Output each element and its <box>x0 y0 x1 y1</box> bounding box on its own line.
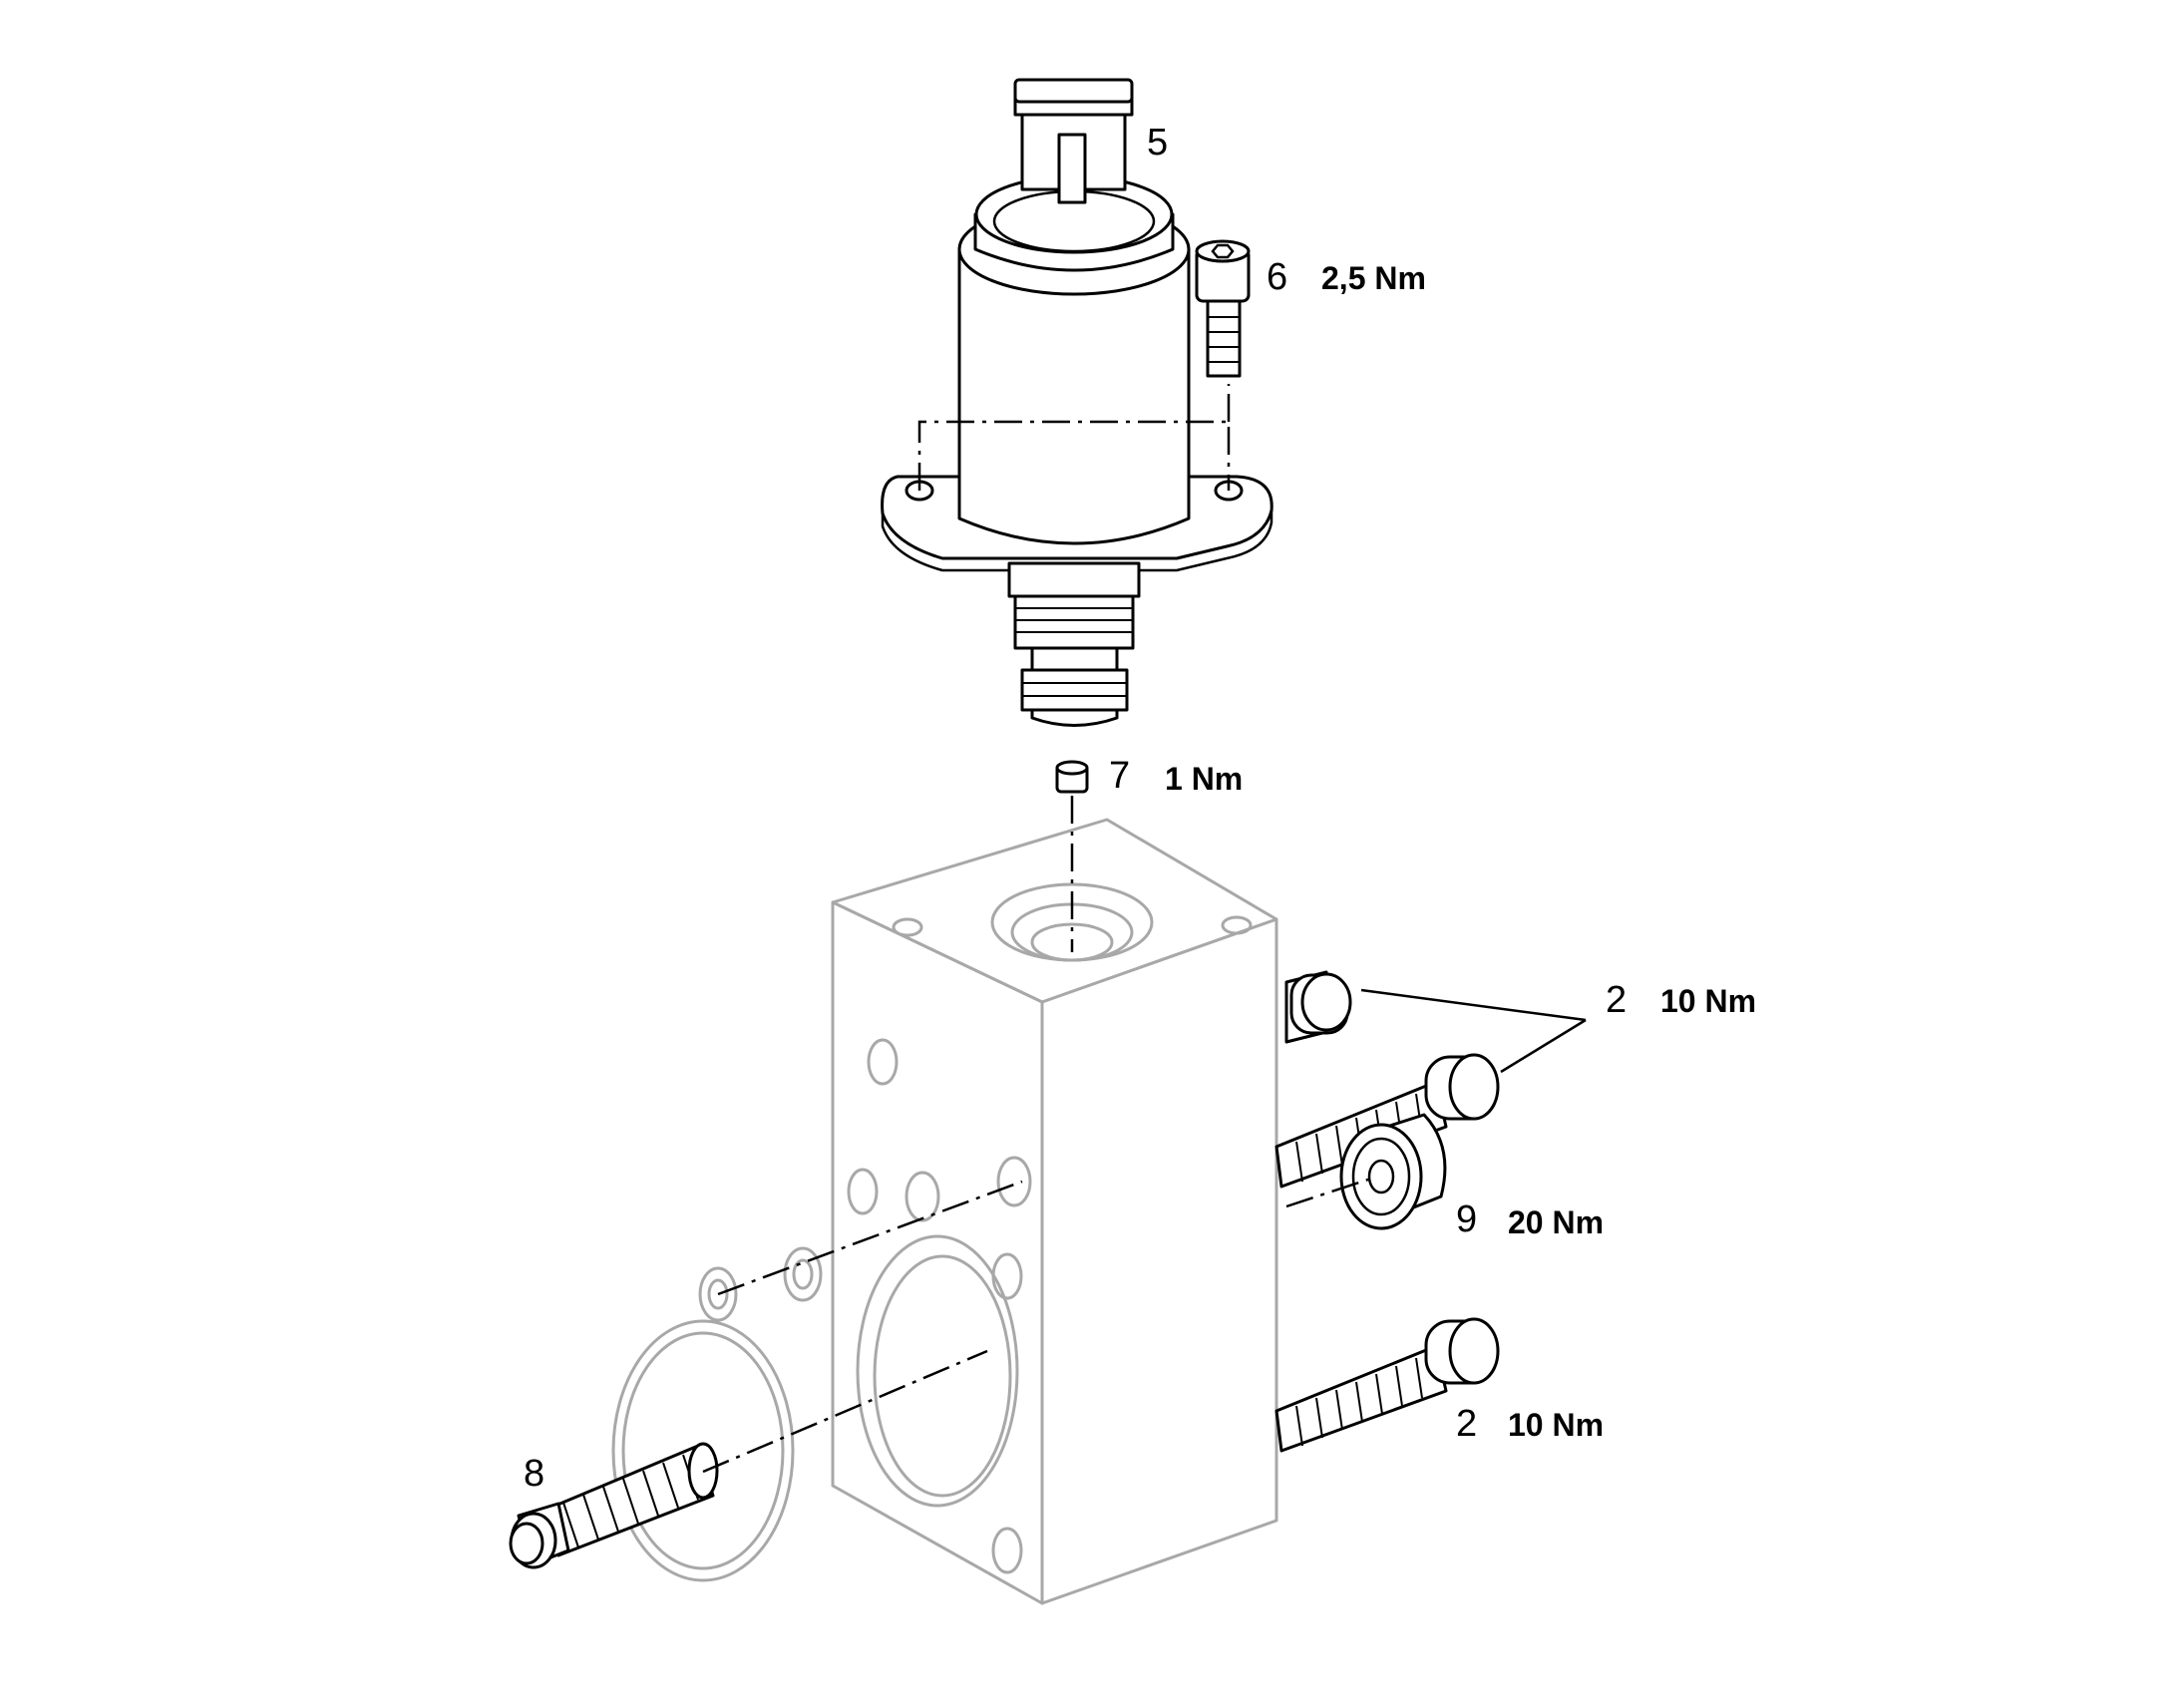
callout-2-lower-torque: 10 Nm <box>1508 1407 1604 1443</box>
callout-6-number: 6 <box>1267 256 1287 298</box>
valve-block <box>831 818 1278 1605</box>
flange-screw <box>1195 239 1251 378</box>
callout-8: 8 <box>524 1453 545 1495</box>
callout-9-number: 9 <box>1456 1198 1477 1240</box>
plug <box>1055 760 1089 794</box>
callout-2-leaders <box>1360 988 1587 1074</box>
callout-5: 5 <box>1147 122 1168 164</box>
callout-6-torque: 2,5 Nm <box>1321 260 1426 296</box>
callout-9-torque: 20 Nm <box>1508 1204 1604 1240</box>
callout-8-number: 8 <box>524 1453 545 1495</box>
valve-cartridge <box>509 1442 719 1569</box>
bolt-lower <box>1274 1317 1500 1453</box>
assembly-axes <box>702 384 1372 1474</box>
solenoid-valve <box>881 78 1273 727</box>
bolt-upper-short <box>1284 970 1352 1044</box>
callout-9: 9 20 Nm <box>1456 1198 1604 1240</box>
callout-5-number: 5 <box>1147 122 1168 164</box>
callout-2-lower: 2 10 Nm <box>1456 1403 1604 1445</box>
callout-2-upper-number: 2 <box>1606 979 1627 1021</box>
callout-6: 6 2,5 Nm <box>1267 256 1426 298</box>
callout-2-lower-number: 2 <box>1456 1403 1477 1445</box>
callout-2-upper-torque: 10 Nm <box>1660 983 1756 1019</box>
sealing-plug <box>1339 1113 1447 1230</box>
callout-7-number: 7 <box>1109 755 1130 797</box>
callout-7: 7 1 Nm <box>1109 755 1243 797</box>
callout-2-upper: 2 10 Nm <box>1606 979 1756 1021</box>
callout-7-torque: 1 Nm <box>1165 761 1243 797</box>
seal-rings <box>611 1246 823 1582</box>
